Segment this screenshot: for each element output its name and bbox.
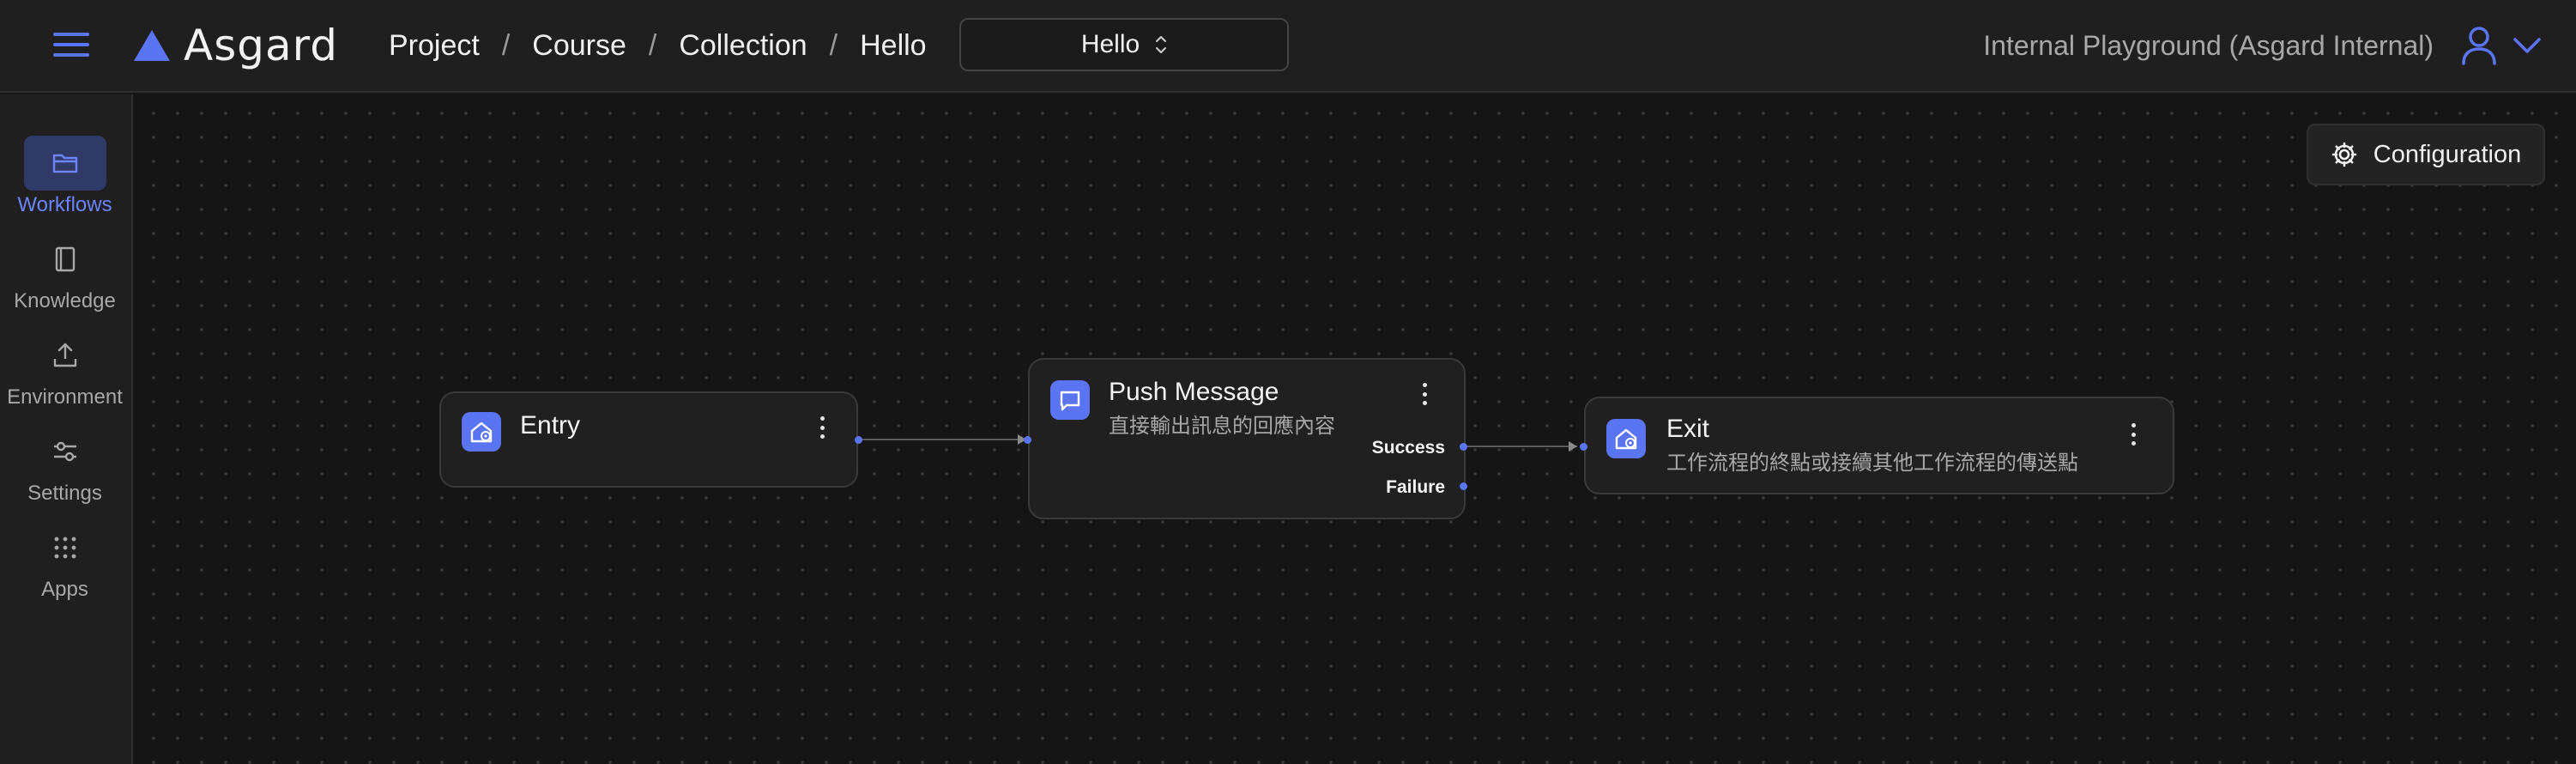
sidebar-item-label: Workflows — [17, 193, 112, 216]
user-icon[interactable] — [2461, 26, 2497, 65]
node-title: Exit — [1666, 415, 1710, 443]
sidebar-item-label: Environment — [7, 385, 123, 409]
sidebar-item-settings[interactable]: Settings — [0, 424, 130, 510]
gear-icon — [2331, 142, 2357, 167]
sliders-icon — [24, 424, 106, 479]
configuration-button-label: Configuration — [2373, 140, 2522, 168]
sidebar-item-workflows[interactable]: Workflows — [0, 136, 130, 221]
breadcrumb: Project / Course / Collection / Hello — [389, 26, 927, 65]
more-vertical-icon[interactable] — [813, 414, 831, 441]
home-gear-icon — [1606, 419, 1646, 458]
home-gear-icon — [462, 412, 501, 452]
breadcrumb-collection[interactable]: Collection — [679, 28, 807, 62]
breadcrumb-separator: / — [501, 28, 511, 62]
sidebar-item-label: Apps — [41, 578, 88, 601]
organization-name[interactable]: Internal Playground (Asgard Internal) — [1983, 30, 2434, 61]
node-title: Entry — [520, 411, 581, 440]
chevron-down-icon[interactable] — [2513, 36, 2542, 55]
chat-bubble-icon — [1050, 380, 1090, 420]
node-output-handle[interactable] — [855, 436, 862, 444]
node-title: Push Message — [1109, 378, 1279, 406]
node-input-handle[interactable] — [1024, 436, 1031, 444]
book-icon — [24, 232, 106, 287]
sidebar-item-label: Settings — [27, 482, 102, 505]
node-input-handle[interactable] — [1580, 443, 1587, 451]
triangle-logo-icon — [134, 30, 170, 61]
node-output-handle-failure[interactable] — [1460, 482, 1467, 490]
left-sidebar: Workflows Knowledge Environment Settings… — [0, 94, 133, 764]
breadcrumb-separator: / — [648, 28, 657, 62]
top-header: Asgard Project / Course / Collection / H… — [0, 0, 2576, 93]
breadcrumb-current[interactable]: Hello — [860, 28, 927, 62]
workflow-node-exit[interactable]: Exit 工作流程的終點或接續其他工作流程的傳送點 — [1584, 397, 2174, 494]
chevron-up-down-icon — [1156, 36, 1167, 53]
node-output-handle-success[interactable] — [1460, 443, 1467, 451]
node-description: 直接輸出訊息的回應內容 — [1109, 414, 1335, 438]
workflow-node-entry[interactable]: Entry — [439, 391, 858, 488]
app-logo[interactable]: Asgard — [132, 22, 338, 69]
sidebar-item-knowledge[interactable]: Knowledge — [0, 232, 130, 318]
breadcrumb-course[interactable]: Course — [532, 28, 626, 62]
port-label-failure: Failure — [1386, 477, 1445, 497]
more-vertical-icon[interactable] — [2125, 421, 2142, 448]
folder-icon — [23, 136, 106, 191]
sidebar-item-label: Knowledge — [14, 289, 116, 312]
hamburger-menu-icon[interactable] — [53, 27, 89, 62]
workflow-selector-value: Hello — [1080, 30, 1140, 58]
breadcrumb-project[interactable]: Project — [389, 28, 480, 62]
more-vertical-icon[interactable] — [1416, 380, 1433, 408]
workflow-node-push-message[interactable]: Push Message 直接輸出訊息的回應內容 Success Failure — [1028, 358, 1466, 519]
upload-icon — [24, 328, 106, 383]
port-label-success: Success — [1371, 438, 1445, 458]
sidebar-item-apps[interactable]: Apps — [0, 520, 130, 606]
workflow-selector[interactable]: Hello — [959, 18, 1289, 71]
configuration-button[interactable]: Configuration — [2307, 124, 2545, 185]
app-name: Asgard — [184, 21, 339, 70]
node-description: 工作流程的終點或接續其他工作流程的傳送點 — [1666, 451, 2078, 475]
breadcrumb-separator: / — [829, 28, 838, 62]
sidebar-item-environment[interactable]: Environment — [0, 328, 130, 414]
grid-icon — [24, 520, 106, 575]
